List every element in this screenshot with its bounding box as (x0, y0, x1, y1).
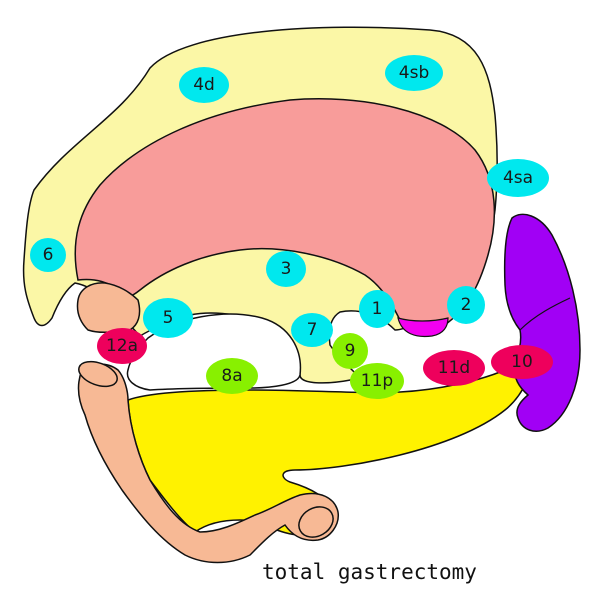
station-4d[interactable]: 4d (179, 67, 229, 103)
duodenum-lower-end (298, 506, 334, 538)
spleen-notch (519, 297, 571, 331)
station-10-label: 10 (511, 352, 533, 372)
station-9[interactable]: 9 (332, 333, 368, 369)
duodenum-upper-stub (76, 282, 141, 334)
station-4d-label: 4d (193, 75, 215, 95)
station-6[interactable]: 6 (30, 238, 66, 272)
station-12a-label: 12a (106, 336, 138, 356)
duodenum-tube (77, 363, 339, 564)
station-8a-shape (206, 358, 258, 394)
station-4sb-label: 4sb (399, 63, 429, 83)
diagram-caption: total gastrectomy (262, 560, 477, 584)
station-7-label: 7 (307, 320, 318, 340)
station-9-label: 9 (345, 341, 356, 361)
station-4sb[interactable]: 4sb (385, 55, 443, 91)
station-7-shape (291, 313, 333, 347)
station-3-label: 3 (281, 259, 292, 279)
duodenum-upper-end (78, 360, 118, 388)
station-11p[interactable]: 11p (350, 363, 404, 399)
station-3-shape (266, 251, 306, 287)
station-7[interactable]: 7 (291, 313, 333, 347)
station-1-shape (359, 290, 395, 328)
station-4sa-shape (487, 159, 549, 197)
station-4d-shape (179, 67, 229, 103)
station-1-label: 1 (372, 299, 383, 319)
station-9-shape (332, 333, 368, 369)
station-2[interactable]: 2 (447, 286, 485, 324)
station-8a-label: 8a (221, 366, 242, 386)
station-11d[interactable]: 11d (423, 350, 485, 386)
station-5-label: 5 (163, 308, 174, 328)
station-10-shape (491, 345, 553, 379)
station-11d-label: 11d (438, 358, 470, 378)
station-5-shape (143, 298, 193, 338)
station-11d-shape (423, 350, 485, 386)
station-2-label: 2 (461, 295, 472, 315)
station-4sa-label: 4sa (503, 168, 533, 188)
station-12a[interactable]: 12a (97, 328, 147, 364)
station-5[interactable]: 5 (143, 298, 193, 338)
station-11p-shape (350, 363, 404, 399)
station-6-shape (30, 238, 66, 272)
station-6-label: 6 (43, 245, 54, 265)
station-3[interactable]: 3 (266, 251, 306, 287)
station-4sb-shape (385, 55, 443, 91)
station-1[interactable]: 1 (359, 290, 395, 328)
station-4sa[interactable]: 4sa (487, 159, 549, 197)
station-2-shape (447, 286, 485, 324)
station-11p-label: 11p (361, 371, 393, 391)
magenta-patch (397, 317, 449, 338)
station-12a-shape (97, 328, 147, 364)
station-10[interactable]: 10 (491, 345, 553, 379)
station-8a[interactable]: 8a (206, 358, 258, 394)
